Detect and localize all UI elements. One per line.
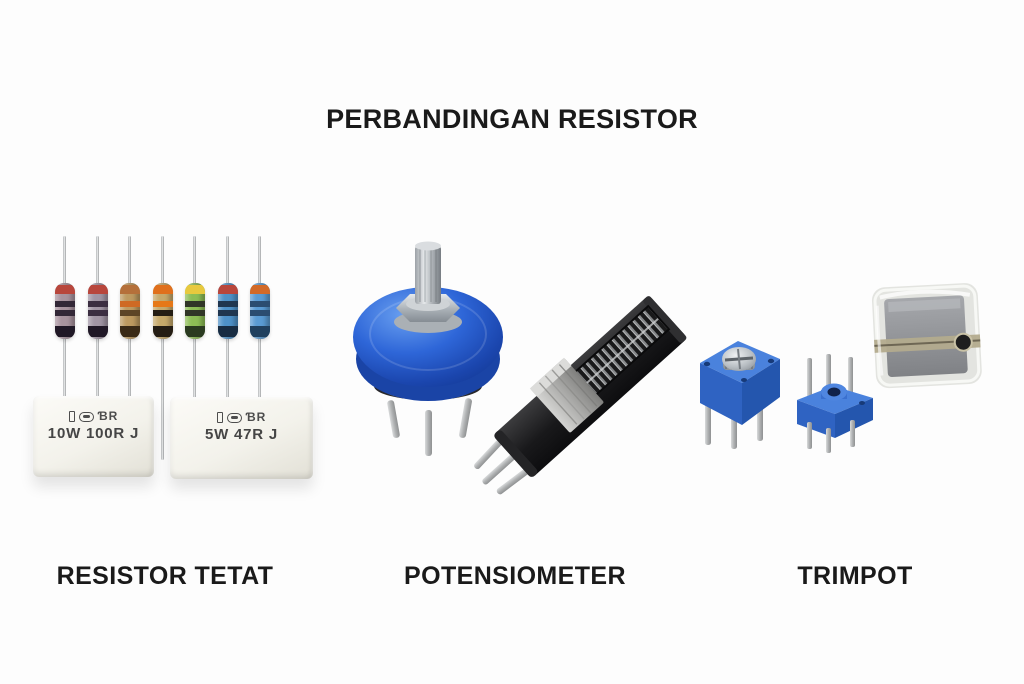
- resistor-band: [120, 284, 140, 294]
- resistor-lead: [63, 236, 67, 460]
- resistor-band: [152, 301, 173, 308]
- logo-pill-icon: [226, 412, 242, 423]
- cement-resistor-5w: ƁR 5W 47R J: [170, 397, 313, 479]
- resistor-lead: [95, 236, 99, 460]
- trimpot-2-pins-down: [807, 420, 855, 453]
- trimpot-1-corner-hole: [703, 361, 711, 367]
- resistor-band: [217, 325, 238, 338]
- resistor-band: [152, 310, 173, 317]
- resistor-body: [217, 283, 238, 339]
- resistor-lead: [258, 236, 262, 460]
- trimpot-1-right-face: [742, 359, 780, 425]
- slide-pot-pins: [474, 439, 529, 495]
- page-title: PERBANDINGAN RESISTOR: [326, 104, 698, 134]
- cement-resistor-logo: ƁR: [170, 410, 313, 424]
- trimpot-1-left-face: [700, 363, 742, 425]
- slide-potentiometer-illustration: [474, 296, 687, 495]
- axial-resistor: [52, 236, 78, 460]
- resistor-band: [217, 301, 238, 308]
- resistor-band: [250, 325, 270, 338]
- label-potentiometer: POTENSIOMETER: [404, 562, 626, 590]
- cement-resistor-10w: ƁR 10W 100R J: [33, 396, 154, 477]
- resistor-band: [250, 284, 270, 294]
- clear-trimmer-inner-block: [884, 295, 968, 377]
- slide-pot-rod: [586, 318, 659, 384]
- clear-trimmer-case-highlight: [873, 284, 981, 387]
- resistor-band: [217, 284, 238, 294]
- axial-resistor: [215, 236, 241, 460]
- resistor-lead: [225, 236, 229, 460]
- rotary-pot-body: [353, 287, 503, 387]
- resistor-band: [120, 325, 140, 338]
- trimpot-1-corner-hole: [741, 378, 747, 382]
- clear-trimmer-adjust-hole: [954, 333, 972, 351]
- logo-text: ƁR: [245, 410, 267, 424]
- resistor-band: [87, 301, 108, 308]
- trimpot-2-corner-hole: [859, 401, 865, 405]
- clear-trimmer-gloss: [875, 305, 884, 376]
- resistor-body: [55, 283, 75, 339]
- axial-resistor: [117, 236, 143, 460]
- label-trimpot: TRIMPOT: [797, 562, 913, 590]
- clear-trimmer-hole-ring: [953, 332, 973, 352]
- axial-resistor: [85, 236, 111, 460]
- resistor-band: [250, 310, 270, 317]
- cement-resistor-value: 5W 47R J: [204, 426, 279, 443]
- rotary-potentiometer-illustration: [353, 241, 503, 456]
- slide-pot-end-cap: [643, 296, 687, 343]
- logo-pill-icon: [78, 411, 94, 422]
- resistor-body: [87, 283, 108, 339]
- trimpot-2-right-face: [835, 398, 873, 438]
- slide-pot-knob: [529, 357, 604, 433]
- resistor-band: [55, 325, 75, 338]
- resistor-band: [185, 310, 205, 317]
- resistor-band: [152, 325, 173, 338]
- resistor-band: [87, 325, 108, 338]
- rotary-pot-pins: [387, 398, 472, 456]
- axial-resistor: [247, 236, 273, 460]
- axial-resistor: [182, 236, 208, 460]
- clear-trimmer-inner-top-sheen: [888, 298, 961, 313]
- trimpot-1-corner-hole: [767, 358, 775, 364]
- trimpot-1-adjust-screw: [722, 347, 756, 371]
- logo-bar-icon: [216, 412, 223, 424]
- resistor-band: [55, 310, 75, 317]
- resistor-band: [185, 301, 205, 308]
- resistor-band: [185, 284, 205, 294]
- resistor-band: [87, 284, 108, 294]
- trimpot-2-left-face: [797, 400, 835, 438]
- resistor-band: [217, 310, 238, 317]
- resistor-body: [185, 283, 205, 339]
- resistor-band: [185, 325, 205, 338]
- cement-resistor-logo: ƁR: [33, 409, 154, 423]
- resistor-lead: [128, 236, 132, 460]
- clear-trimmer-gloss: [879, 289, 971, 300]
- cement-resistor-value: 10W 100R J: [47, 425, 140, 442]
- resistor-band: [120, 301, 140, 308]
- resistor-band: [120, 310, 140, 317]
- resistor-lead: [160, 236, 164, 460]
- resistor-lead: [193, 236, 197, 460]
- resistor-body: [250, 283, 270, 339]
- rotary-pot-shaft: [415, 241, 441, 304]
- trimpot-screw-illustration: [700, 341, 780, 449]
- clear-trimmer-illustration: [871, 283, 982, 389]
- resistor-band: [152, 284, 173, 294]
- resistor-band: [87, 310, 108, 317]
- resistor-band: [55, 301, 75, 308]
- label-fixed-resistor: RESISTOR TETAT: [56, 562, 274, 590]
- logo-text: ƁR: [97, 409, 119, 423]
- resistor-body: [152, 283, 173, 339]
- axial-resistor-row: [52, 236, 287, 460]
- resistor-band: [250, 301, 270, 308]
- slide-pot-pin-end: [494, 430, 538, 477]
- axial-resistor: [150, 236, 176, 460]
- resistor-body: [120, 283, 140, 339]
- resistor-band: [55, 284, 75, 294]
- trimpot-2-center-bushing: [821, 383, 847, 401]
- trimpot-side-illustration: [797, 354, 873, 453]
- logo-bar-icon: [68, 411, 75, 423]
